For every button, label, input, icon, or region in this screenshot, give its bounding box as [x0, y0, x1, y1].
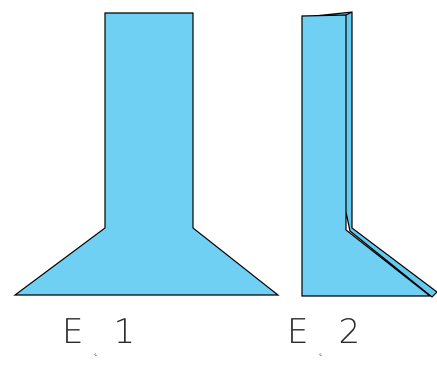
hood-side-fold-line: [345, 11, 353, 16]
hood-front-view: [13, 12, 280, 296]
figure-2-label-number: 2: [338, 312, 362, 352]
figure-2-label-mark: ˛: [317, 342, 325, 356]
hood-front-shape: [13, 12, 280, 296]
hood-side-view: [301, 11, 437, 298]
hood-side-shape: [301, 14, 432, 297]
figure-1-label-number: 1: [113, 312, 137, 352]
figure-canvas: [13, 11, 437, 298]
figure-1-label-mark: ˛: [92, 342, 100, 356]
figure-2-label-letter: E: [287, 312, 310, 352]
figure-2-label: E ˛ 2: [287, 312, 362, 356]
figure-1-label: E ˛ 1: [62, 312, 137, 356]
figure-1-label-letter: E: [62, 312, 85, 352]
